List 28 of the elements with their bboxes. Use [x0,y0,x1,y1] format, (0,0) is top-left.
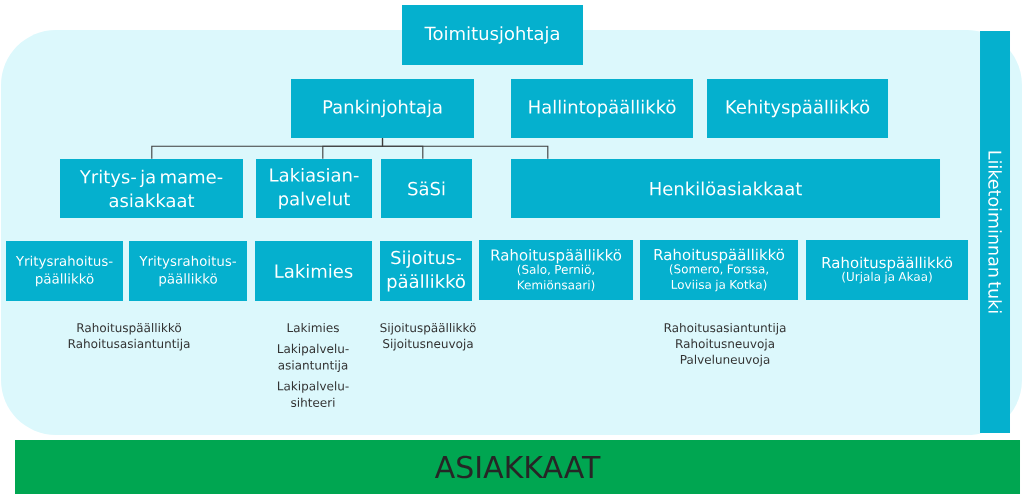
role-text: Sijoituspäällikkö [380,322,476,335]
org-box: Sijoitus- päällikkö [380,241,472,301]
org-box: Henkilöasiakkaat [511,159,940,218]
role-text: Lakipalvelu- asiantuntija [278,343,349,372]
org-box: Kehityspäällikkö [707,79,888,138]
org-box: Yritysrahoitus- päällikkö [129,241,247,301]
org-box: Yritysrahoitus- päällikkö [6,241,123,301]
role-text: Rahoitusasiantuntija [664,322,786,335]
org-box: Lakiasian- palvelut [256,159,372,218]
role-text: Rahoituspäällikkö [77,322,182,335]
org-box: Lakimies [255,241,372,301]
role-text: Sijoitusneuvoja [383,338,473,351]
org-box: Rahoituspäällikkö (Somero, Forssa, Loviisa ja Kotka) [640,240,798,300]
role-text: Rahoitusneuvoja [676,338,774,351]
role-text: Palveluneuvoja [680,354,770,367]
org-box: SäSi [381,159,472,218]
horizontal-band: ASIAKKAAT [15,440,1020,494]
role-text: Rahoitusasiantuntija [68,338,190,351]
role-text: Lakipalvelu- sihteeri [278,381,349,408]
org-box: Pankinjohtaja [291,79,474,138]
vertical-band: Liiketoiminnan tuki [980,31,1010,433]
org-box: Yritys- ja mame- asiakkaat [60,159,243,218]
role-text: Lakimies [287,322,339,333]
org-box: Hallintopäällikkö [511,79,693,138]
org-box: Rahoituspäällikkö (Urjala ja Akaa) [806,240,968,300]
connector-line [381,137,549,160]
org-box: Toimitusjohtaja [402,5,583,65]
org-box: Rahoituspäällikkö (Salo, Perniö, Kemiönsaari) [479,240,633,300]
